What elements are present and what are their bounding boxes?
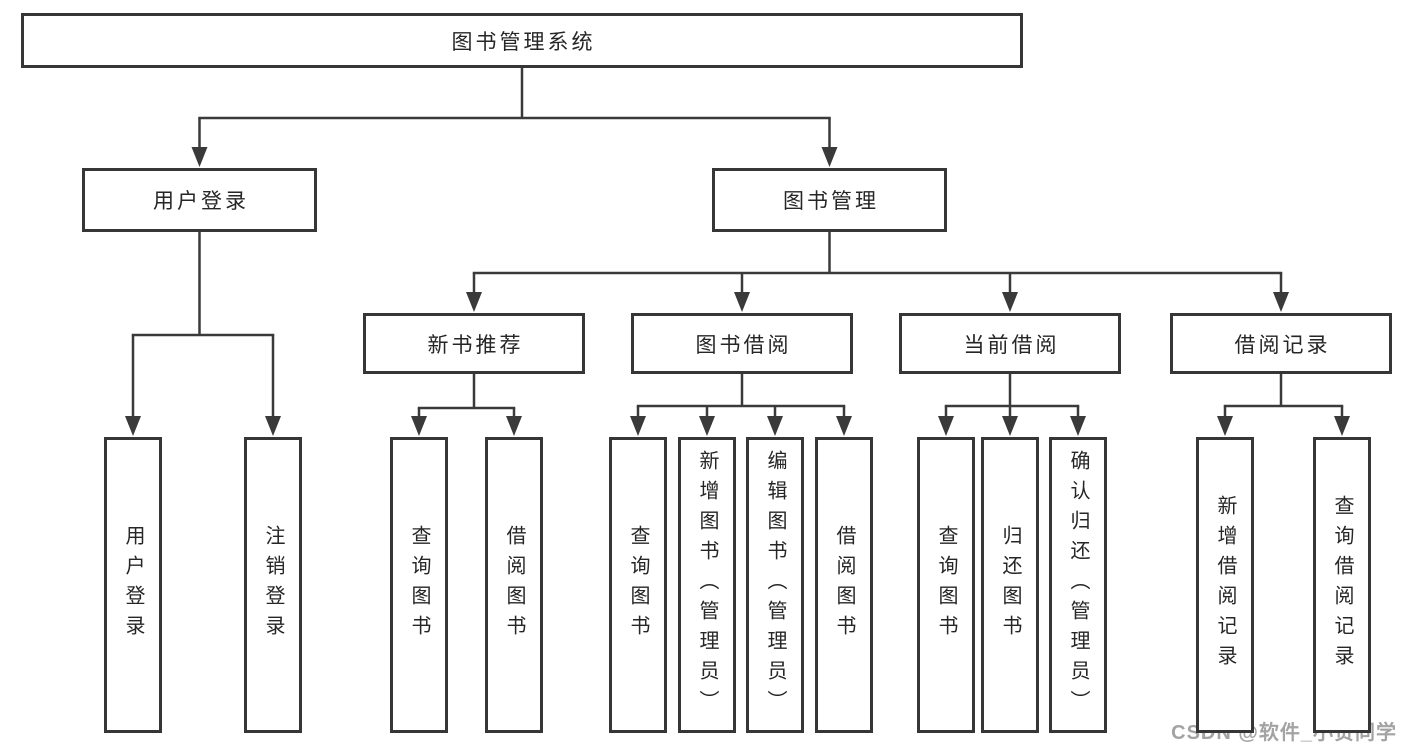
node-records-add: 新增借阅记录 [1196, 437, 1254, 733]
node-records-query: 查询借阅记录 [1313, 437, 1371, 733]
node-cur-query: 查询图书 [917, 437, 975, 733]
node-login-user: 用户登录 [104, 437, 162, 733]
node-rec: 新书推荐 [363, 313, 585, 374]
node-borrow-add: 新增图书（管理员） [678, 437, 736, 733]
node-current: 当前借阅 [899, 313, 1121, 374]
node-login: 用户登录 [82, 168, 317, 232]
node-cur-return: 归还图书 [981, 437, 1039, 733]
node-rec-borrow: 借阅图书 [485, 437, 543, 733]
node-borrow: 图书借阅 [631, 313, 853, 374]
node-borrow-query: 查询图书 [609, 437, 667, 733]
node-mgmt: 图书管理 [712, 168, 947, 232]
node-rec-query: 查询图书 [390, 437, 448, 733]
node-borrow-borrow: 借阅图书 [815, 437, 873, 733]
node-records: 借阅记录 [1170, 313, 1392, 374]
node-root: 图书管理系统 [21, 13, 1023, 68]
node-login-logout: 注销登录 [244, 437, 302, 733]
node-borrow-edit: 编辑图书（管理员） [746, 437, 804, 733]
node-cur-confirm: 确认归还（管理员） [1049, 437, 1107, 733]
